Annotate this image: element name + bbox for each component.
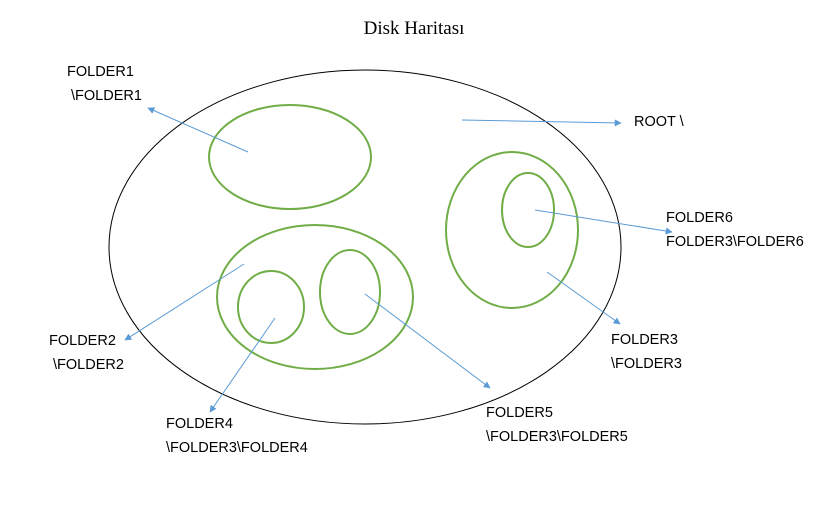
folder1-label: FOLDER1 \FOLDER1 xyxy=(67,60,142,108)
folder1-path: \FOLDER1 xyxy=(71,88,142,104)
folder2-path: \FOLDER2 xyxy=(53,357,124,373)
folder3-label: FOLDER3 \FOLDER3 xyxy=(611,328,682,376)
folder3-arrow xyxy=(546,271,621,325)
folder2-label: FOLDER2 \FOLDER2 xyxy=(49,329,124,377)
diagram-title: Disk Haritası xyxy=(363,18,465,39)
folder2-arrow xyxy=(124,263,245,341)
folder5-label: FOLDER5 \FOLDER3\FOLDER5 xyxy=(486,401,628,449)
folder6-name: FOLDER6 xyxy=(666,210,733,226)
folder5-path: \FOLDER3\FOLDER5 xyxy=(486,429,628,445)
folder5-name: FOLDER5 xyxy=(486,405,553,421)
folder6-label: FOLDER6 FOLDER3\FOLDER6 xyxy=(666,206,804,254)
folder4-label: FOLDER4 \FOLDER3\FOLDER4 xyxy=(166,412,308,460)
folder5-ellipse xyxy=(319,249,381,335)
folder6-arrow xyxy=(534,209,673,235)
folder5-arrow xyxy=(364,293,491,389)
folder2-ellipse xyxy=(216,224,414,370)
folder3-ellipse xyxy=(445,151,579,309)
folder2-name: FOLDER2 xyxy=(49,333,116,349)
folder6-ellipse xyxy=(501,172,555,248)
root-label: ROOT \ xyxy=(634,110,684,134)
folder1-ellipse xyxy=(208,104,372,210)
folder4-arrow xyxy=(209,317,276,413)
folder3-path: \FOLDER3 xyxy=(611,356,682,372)
root-disk-ellipse xyxy=(108,69,622,425)
root-arrow xyxy=(461,119,622,127)
root-name: ROOT \ xyxy=(634,114,684,130)
folder1-arrow xyxy=(147,107,249,153)
folder3-name: FOLDER3 xyxy=(611,332,678,348)
folder1-name: FOLDER1 xyxy=(67,64,134,80)
folder4-ellipse xyxy=(237,270,305,344)
folder6-path: FOLDER3\FOLDER6 xyxy=(666,234,804,250)
folder4-name: FOLDER4 xyxy=(166,416,233,432)
folder4-path: \FOLDER3\FOLDER4 xyxy=(166,440,308,456)
